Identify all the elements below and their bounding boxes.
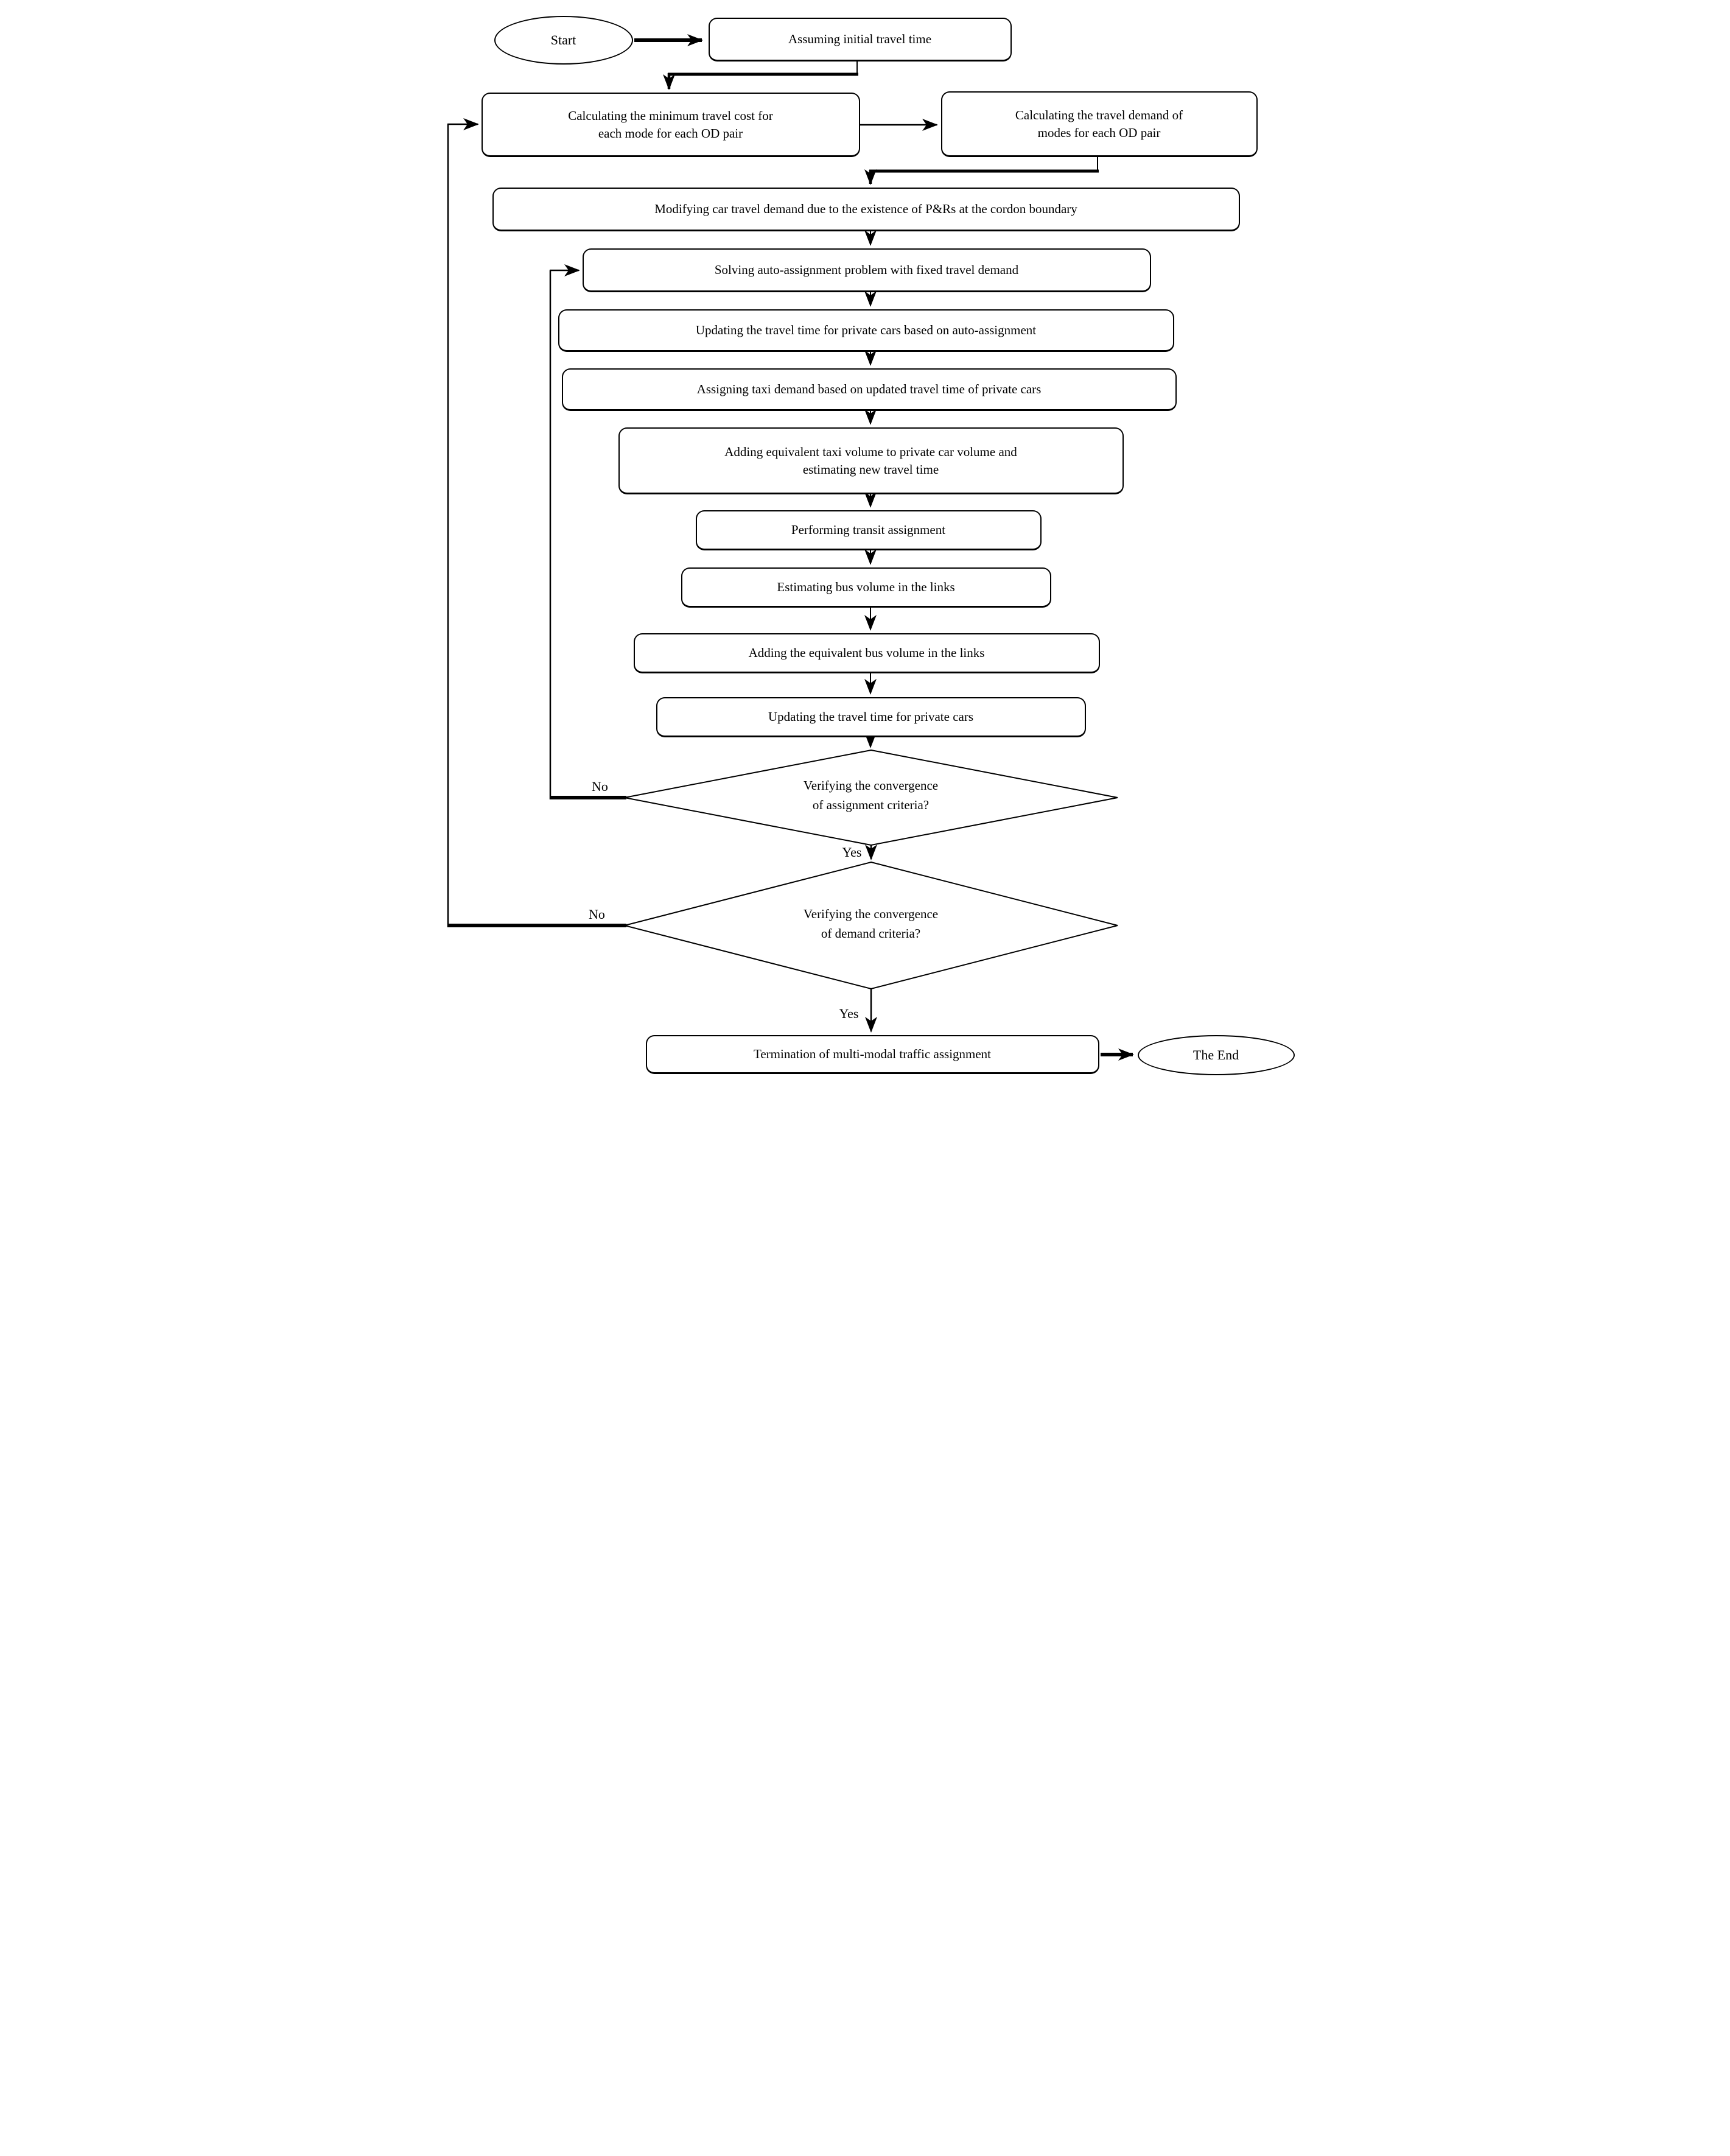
node-update-time-cars: Updating the travel time for private car…: [656, 697, 1086, 737]
start-terminal: Start: [494, 16, 633, 65]
node-add-bus-volume: Adding the equivalent bus volume in the …: [633, 633, 1100, 673]
start-label: Start: [550, 32, 576, 47]
node-transit-assignment: Performing transit assignment: [695, 510, 1042, 550]
node-add-taxi-volume: Adding equivalent taxi volume to private…: [618, 427, 1124, 494]
no-label-decision2: No: [589, 907, 605, 922]
node-modify-car-demand: Modifying car travel demand due to the e…: [492, 188, 1240, 231]
end-label: The End: [1192, 1047, 1239, 1062]
node-assume-initial-time: Assuming initial travel time: [708, 18, 1012, 61]
node-travel-demand: Calculating the travel demand of modes f…: [940, 91, 1258, 157]
decision-demand-text: Verifying the convergence of demand crit…: [803, 907, 939, 941]
end-terminal: The End: [1137, 1035, 1295, 1075]
flowchart-canvas: Start The End Assuming initial travel ti…: [432, 0, 1298, 1078]
node-assign-taxi: Assigning taxi demand based on updated t…: [561, 368, 1177, 411]
node-auto-assignment: Solving auto-assignment problem with fix…: [582, 248, 1151, 292]
node-estimate-bus-volume: Estimating bus volume in the links: [681, 567, 1051, 608]
yes-label-decision1: Yes: [842, 844, 862, 860]
yes-label-decision2: Yes: [839, 1006, 859, 1021]
node-update-time-auto: Updating the travel time for private car…: [558, 309, 1174, 352]
no-label-decision1: No: [592, 779, 608, 794]
decision-assignment-text: Verifying the convergence of assignment …: [803, 778, 939, 812]
flow-connectors: [447, 34, 1134, 1061]
node-termination: Termination of multi-modal traffic assig…: [645, 1035, 1099, 1074]
node-min-travel-cost: Calculating the minimum travel cost for …: [481, 93, 860, 157]
